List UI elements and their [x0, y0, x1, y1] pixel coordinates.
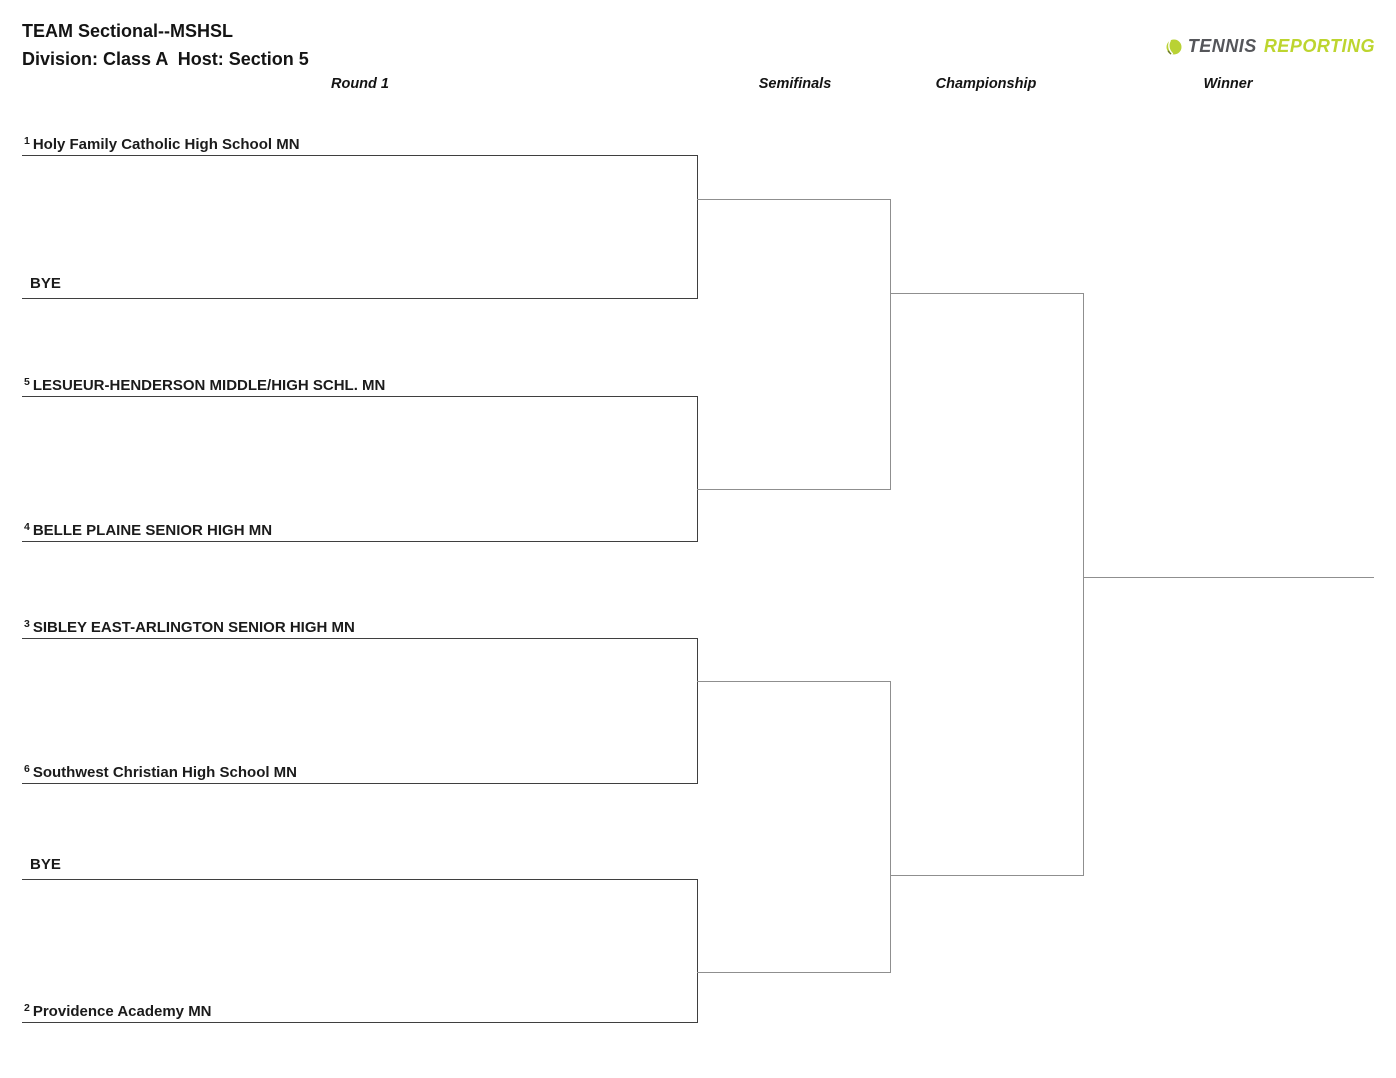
title-block: TEAM Sectional--MSHSL Division: Class A … — [22, 17, 309, 73]
semifinal2-connector — [890, 681, 891, 973]
team-name: BELLE PLAINE SENIOR HIGH MN — [32, 522, 273, 539]
team-slot-match4-top: BYE — [30, 855, 61, 875]
team-seed: 1 — [24, 135, 30, 147]
match2-top-team-line — [22, 396, 698, 397]
semifinal1-top-line — [697, 199, 891, 200]
team-name: LESUEUR-HENDERSON MIDDLE/HIGH SCHL. MN — [32, 377, 386, 394]
team-name: SIBLEY EAST-ARLINGTON SENIOR HIGH MN — [32, 619, 355, 636]
match3-bottom-team-line — [22, 783, 698, 784]
match4-bottom-team-line — [22, 1022, 698, 1023]
match1-top-team-line — [22, 155, 698, 156]
tennis-ball-icon — [1166, 39, 1182, 55]
team-name: BYE — [30, 856, 61, 873]
match3-top-team-line — [22, 638, 698, 639]
semifinal2-top-line — [697, 681, 891, 682]
match3-connector — [697, 638, 698, 784]
column-header-round1: Round 1 — [331, 76, 389, 92]
match2-connector — [697, 396, 698, 542]
team-name: BYE — [30, 275, 61, 292]
page-title: TEAM Sectional--MSHSL — [22, 21, 234, 41]
tennis-reporting-logo[interactable]: TENNIS REPORTING — [1166, 36, 1375, 57]
semifinal2-bottom-line — [697, 972, 891, 973]
team-name: Southwest Christian High School MN — [32, 764, 298, 781]
team-name: Holy Family Catholic High School MN — [32, 136, 300, 153]
match4-top-team-line — [22, 879, 698, 880]
logo-text-tennis: TENNIS — [1187, 36, 1257, 56]
semifinal2-winner-line — [890, 875, 1084, 876]
team-seed: 6 — [24, 763, 30, 775]
match1-connector — [697, 155, 698, 299]
semifinal1-winner-line — [890, 293, 1084, 294]
match2-bottom-team-line — [22, 541, 698, 542]
column-header-winner: Winner — [1203, 76, 1253, 92]
championship-connector — [1083, 293, 1084, 876]
team-seed: 3 — [24, 618, 30, 630]
semifinal1-connector — [890, 199, 891, 490]
team-name: Providence Academy MN — [32, 1003, 212, 1020]
column-header-semifinals: Semifinals — [758, 76, 832, 92]
winner-line — [1083, 577, 1374, 578]
page-subtitle: Division: Class A Host: Section 5 — [22, 49, 309, 69]
team-seed: 4 — [24, 521, 30, 533]
team-seed: 5 — [24, 376, 30, 388]
match4-connector — [697, 879, 698, 1023]
team-slot-match1-bottom: BYE — [30, 274, 61, 294]
logo-text-reporting: REPORTING — [1263, 36, 1375, 56]
match1-bottom-team-line — [22, 298, 698, 299]
team-seed: 2 — [24, 1002, 30, 1014]
semifinal1-bottom-line — [697, 489, 891, 490]
column-header-championship: Championship — [935, 76, 1037, 92]
